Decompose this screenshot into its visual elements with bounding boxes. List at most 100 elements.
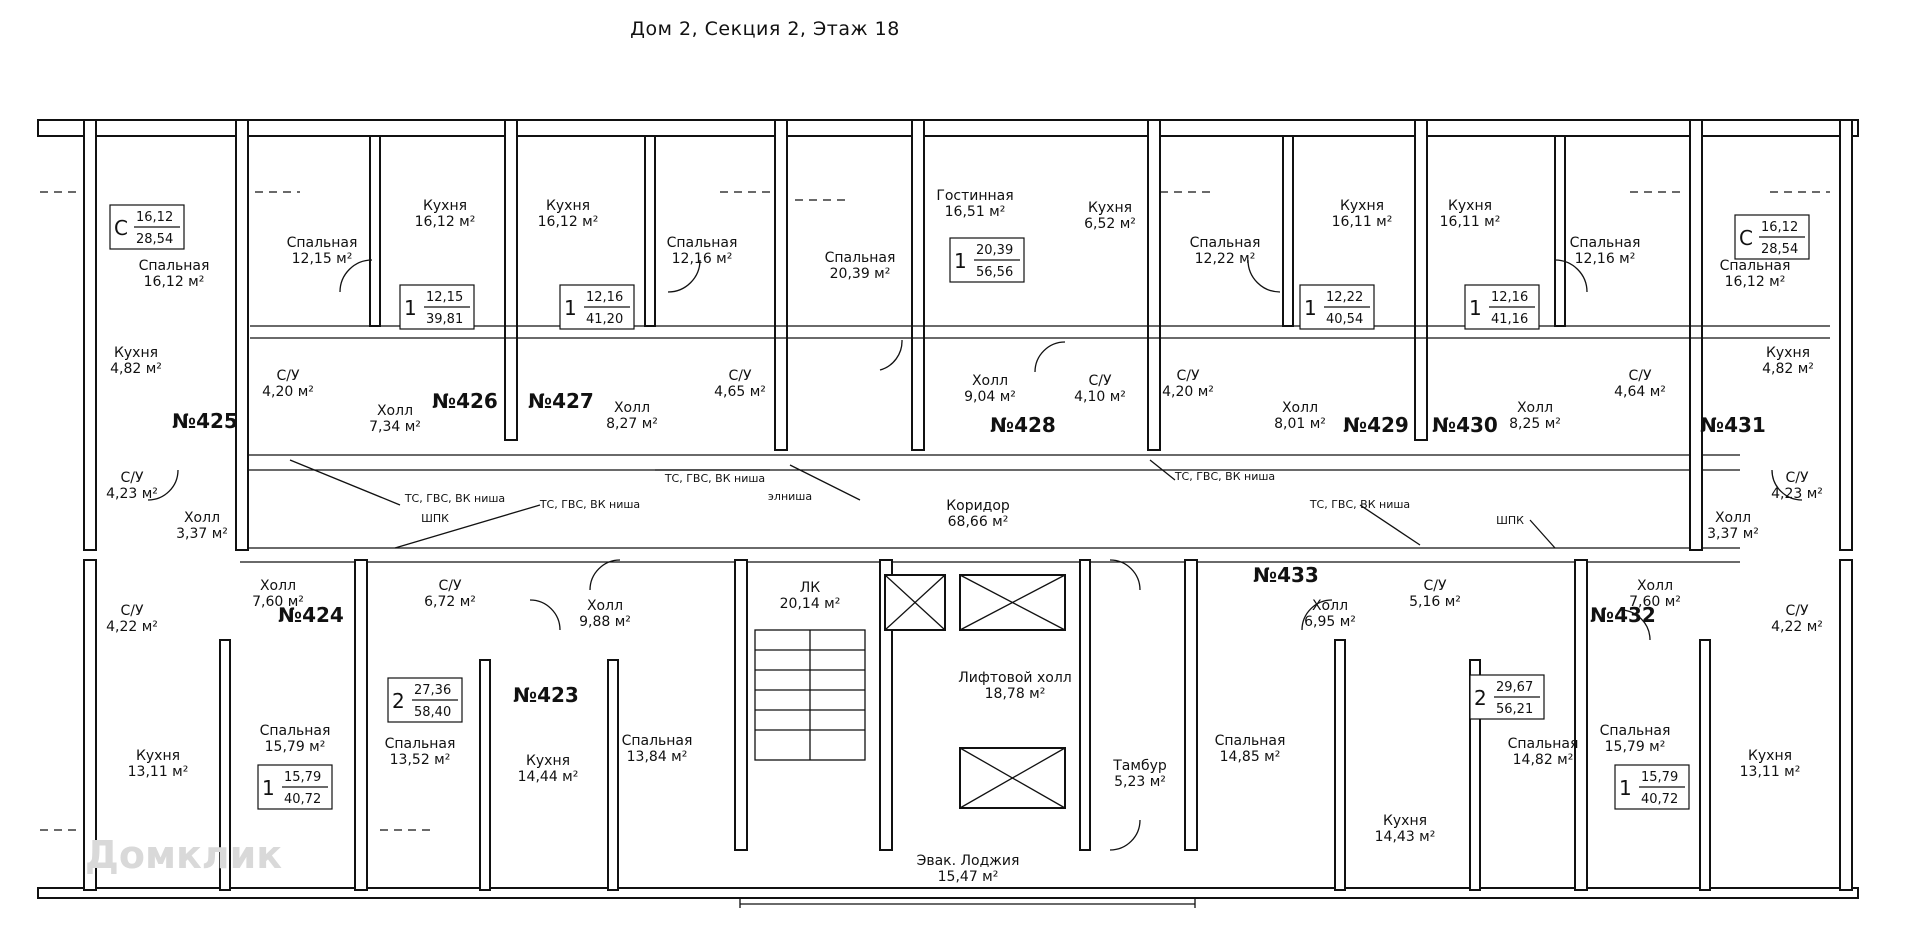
apartment-numbers: №425 №426 №427 №428 №429 №430 №431 №424 … xyxy=(172,389,1766,707)
apartment-number: №428 xyxy=(990,413,1056,437)
note: ШПК xyxy=(421,512,449,525)
apartment-number: №424 xyxy=(278,603,344,627)
svg-text:16,11 м²: 16,11 м² xyxy=(1440,214,1501,230)
svg-text:С/У: С/У xyxy=(1176,368,1199,384)
svg-text:Эвак. Лоджия: Эвак. Лоджия xyxy=(917,853,1020,869)
svg-text:С: С xyxy=(1739,226,1753,250)
svg-text:58,40: 58,40 xyxy=(414,705,451,720)
svg-text:56,21: 56,21 xyxy=(1496,702,1533,717)
notes: ТС, ГВС, ВК ниша ТС, ГВС, ВК ниша ТС, ГВ… xyxy=(404,470,1524,527)
svg-text:12,15: 12,15 xyxy=(426,290,463,305)
room-label: С/У4,20 м² xyxy=(1162,368,1214,400)
svg-text:6,95 м²: 6,95 м² xyxy=(1304,614,1356,630)
svg-text:Холл: Холл xyxy=(1312,598,1348,614)
apartment-badge: 2 27,36 58,40 xyxy=(387,677,463,723)
svg-text:Спальная: Спальная xyxy=(825,250,896,266)
svg-text:7,60 м²: 7,60 м² xyxy=(1629,594,1681,610)
svg-text:4,20 м²: 4,20 м² xyxy=(1162,384,1214,400)
apartment-number: №429 xyxy=(1343,413,1409,437)
apartment-badge: С 16,12 28,54 xyxy=(109,204,185,250)
svg-text:16,12: 16,12 xyxy=(1761,220,1798,235)
svg-text:13,11 м²: 13,11 м² xyxy=(128,764,189,780)
svg-text:Холл: Холл xyxy=(1715,510,1751,526)
svg-text:13,84 м²: 13,84 м² xyxy=(627,749,688,765)
svg-text:1: 1 xyxy=(1304,296,1317,320)
apartment-badge: 1 12,15 39,81 xyxy=(399,284,475,330)
svg-text:14,82 м²: 14,82 м² xyxy=(1513,752,1574,768)
room-label: С/У5,16 м² xyxy=(1409,578,1461,610)
svg-text:15,79: 15,79 xyxy=(1641,770,1678,785)
svg-text:1: 1 xyxy=(404,296,417,320)
svg-text:ЛК: ЛК xyxy=(800,580,821,596)
svg-text:6,72 м²: 6,72 м² xyxy=(424,594,476,610)
svg-text:68,66 м²: 68,66 м² xyxy=(948,514,1009,530)
svg-text:16,12 м²: 16,12 м² xyxy=(1725,274,1786,290)
partition-walls-top xyxy=(83,119,1853,551)
svg-text:4,65 м²: 4,65 м² xyxy=(714,384,766,400)
svg-text:Спальная: Спальная xyxy=(1570,235,1641,251)
svg-text:С/У: С/У xyxy=(1423,578,1446,594)
svg-text:Спальная: Спальная xyxy=(260,723,331,739)
svg-text:3,37 м²: 3,37 м² xyxy=(1707,526,1759,542)
door-swings xyxy=(147,259,1803,851)
svg-text:4,20 м²: 4,20 м² xyxy=(262,384,314,400)
apartment-badge: 1 12,16 41,20 xyxy=(559,284,635,330)
svg-text:Тамбур: Тамбур xyxy=(1112,758,1167,774)
svg-text:Кухня: Кухня xyxy=(1340,198,1384,214)
svg-text:Холл: Холл xyxy=(184,510,220,526)
apartment-number: №423 xyxy=(513,683,579,707)
svg-text:27,36: 27,36 xyxy=(414,683,451,698)
svg-text:Кухня: Кухня xyxy=(1766,345,1810,361)
svg-text:15,79 м²: 15,79 м² xyxy=(1605,739,1666,755)
svg-text:12,22: 12,22 xyxy=(1326,290,1363,305)
room-label: С/У4,22 м² xyxy=(106,603,158,635)
room-label: С/У4,10 м² xyxy=(1074,373,1126,405)
svg-text:15,79 м²: 15,79 м² xyxy=(265,739,326,755)
svg-text:С/У: С/У xyxy=(438,578,461,594)
apartment-number: №426 xyxy=(432,389,498,413)
svg-text:12,16: 12,16 xyxy=(586,290,623,305)
apartment-number: №432 xyxy=(1590,603,1656,627)
svg-text:4,22 м²: 4,22 м² xyxy=(1771,619,1823,635)
svg-text:С/У: С/У xyxy=(1785,603,1808,619)
svg-text:13,11 м²: 13,11 м² xyxy=(1740,764,1801,780)
svg-text:Спальная: Спальная xyxy=(385,736,456,752)
note: ШПК xyxy=(1496,514,1524,527)
svg-text:9,88 м²: 9,88 м² xyxy=(579,614,631,630)
svg-text:Холл: Холл xyxy=(377,403,413,419)
apartment-number: №425 xyxy=(172,409,238,433)
apartment-badge: 1 12,16 41,16 xyxy=(1464,284,1540,330)
svg-text:16,11 м²: 16,11 м² xyxy=(1332,214,1393,230)
svg-text:1: 1 xyxy=(262,776,275,800)
svg-text:Спальная: Спальная xyxy=(622,733,693,749)
svg-text:16,51 м²: 16,51 м² xyxy=(945,204,1006,220)
svg-text:41,20: 41,20 xyxy=(586,312,623,327)
svg-text:С/У: С/У xyxy=(120,603,143,619)
svg-text:12,16: 12,16 xyxy=(1491,290,1528,305)
svg-text:12,16 м²: 12,16 м² xyxy=(1575,251,1636,267)
svg-text:7,60 м²: 7,60 м² xyxy=(252,594,304,610)
svg-text:С/У: С/У xyxy=(276,368,299,384)
note: ТС, ГВС, ВК ниша xyxy=(1309,498,1410,511)
svg-text:6,52 м²: 6,52 м² xyxy=(1084,216,1136,232)
